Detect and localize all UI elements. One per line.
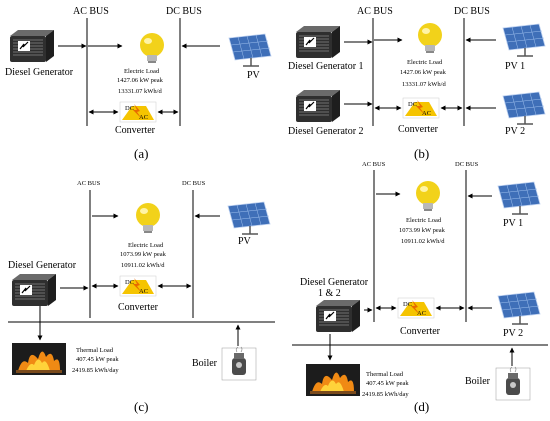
panel-a-caption: (a) — [134, 146, 148, 161]
panel-c-ac-bus-label: AC BUS — [77, 180, 101, 187]
fire-icon — [12, 343, 66, 375]
diesel-generator-icon — [11, 273, 57, 307]
panel-a-generator-label: Diesel Generator — [5, 67, 74, 78]
panel-a-converter-label: Converter — [115, 125, 156, 136]
panel-a-load-daily: 13331.07 kWh/d — [118, 88, 162, 95]
panel-a: AC BUS DC BUS Diesel Generator Electric … — [5, 6, 272, 161]
panel-b-generator2-label: Diesel Generator 2 — [288, 126, 364, 137]
panel-d-thermal-title: Thermal Load — [366, 371, 404, 378]
panel-c-thermal-title: Thermal Load — [76, 347, 114, 354]
panel-c-conv-dc: DC — [125, 279, 134, 286]
panel-b: AC BUS DC BUS Diesel Generator 1 Diesel … — [288, 6, 546, 161]
panel-b-load-title: Electric Load — [407, 59, 443, 66]
fire-icon — [306, 364, 360, 396]
panel-c-generator-label: Diesel Generator — [8, 260, 77, 271]
panel-b-converter-label: Converter — [398, 124, 439, 135]
panel-b-conv-ac: AC — [422, 110, 431, 117]
panel-b-generator1-label: Diesel Generator 1 — [288, 61, 364, 72]
panel-b-conv-dc: DC — [408, 101, 417, 108]
panel-d-caption: (d) — [414, 399, 429, 414]
panel-c-load-title: Electric Load — [128, 242, 164, 249]
panel-c-load-peak: 1073.99 kW peak — [120, 251, 167, 258]
panel-a-conv-dc: DC — [125, 105, 134, 112]
panel-d-conv-dc: DC — [403, 301, 412, 308]
panel-a-ac-bus-label: AC BUS — [73, 6, 109, 17]
light-bulb-icon — [416, 181, 440, 211]
panel-a-conv-ac: AC — [139, 114, 148, 121]
panel-c-caption: (c) — [134, 399, 148, 414]
diesel-generator-icon — [315, 299, 361, 333]
panel-d-load-daily: 10911.02 kWh/d — [401, 238, 445, 245]
panel-b-caption: (b) — [414, 146, 429, 161]
panel-d-ac-bus-label: AC BUS — [362, 161, 386, 168]
panel-d-load-title: Electric Load — [406, 217, 442, 224]
pv-panel-icon — [228, 33, 272, 67]
diesel-generator-2-icon — [295, 89, 341, 123]
panel-d-boiler-label: Boiler — [465, 376, 491, 387]
pv-panel-1-icon — [502, 23, 546, 57]
panel-b-pv2-label: PV 2 — [505, 126, 525, 137]
panel-d-pv1-label: PV 1 — [503, 218, 523, 229]
panel-d-load-peak: 1073.99 kW peak — [399, 227, 446, 234]
panel-b-dc-bus-label: DC BUS — [454, 6, 490, 17]
panel-d: AC BUS DC BUS Electric Load 1073.99 kW p… — [292, 161, 548, 414]
panel-c-boiler-label: Boiler — [192, 358, 218, 369]
pv-panel-2-icon — [497, 291, 541, 325]
panel-a-pv-label: PV — [247, 70, 261, 81]
panel-d-generator-label-1: Diesel Generator — [300, 277, 369, 288]
pv-panel-1-icon — [497, 181, 541, 215]
panel-a-load-title: Electric Load — [124, 68, 160, 75]
panel-b-load-peak: 1427.06 kW peak — [400, 69, 447, 76]
panel-b-pv1-label: PV 1 — [505, 61, 525, 72]
light-bulb-icon — [418, 23, 442, 53]
panel-d-generator-label-2: 1 & 2 — [318, 288, 341, 299]
panel-d-thermal-daily: 2419.85 kWh/day — [362, 391, 409, 398]
panel-d-thermal-peak: 407.45 kW peak — [366, 380, 409, 387]
panel-c-dc-bus-label: DC BUS — [182, 180, 206, 187]
light-bulb-icon — [136, 203, 160, 233]
panel-b-ac-bus-label: AC BUS — [357, 6, 393, 17]
panel-d-pv2-label: PV 2 — [503, 328, 523, 339]
panel-d-dc-bus-label: DC BUS — [455, 161, 479, 168]
boiler-icon — [221, 346, 257, 381]
panel-a-dc-bus-label: DC BUS — [166, 6, 202, 17]
panel-b-load-daily: 13331.07 kWh/d — [402, 81, 446, 88]
panel-a-load-peak: 1427.06 kW peak — [117, 77, 164, 84]
panel-c-pv-label: PV — [238, 236, 252, 247]
panel-c-thermal-peak: 407.45 kW peak — [76, 356, 119, 363]
panel-c: AC BUS DC BUS Electric Load 1073.99 kW p… — [8, 180, 275, 414]
panel-c-load-daily: 10911.02 kWh/d — [121, 262, 165, 269]
pv-panel-2-icon — [502, 91, 546, 125]
diesel-generator-icon — [9, 29, 55, 63]
diesel-generator-1-icon — [295, 25, 341, 59]
panel-d-conv-ac: AC — [417, 310, 426, 317]
light-bulb-icon — [140, 33, 164, 63]
boiler-icon — [495, 366, 531, 401]
panel-c-thermal-daily: 2419.85 kWh/day — [72, 367, 119, 374]
panel-c-conv-ac: AC — [139, 288, 148, 295]
pv-panel-icon — [227, 201, 271, 235]
panel-d-converter-label: Converter — [400, 326, 441, 337]
panel-c-converter-label: Converter — [118, 302, 159, 313]
